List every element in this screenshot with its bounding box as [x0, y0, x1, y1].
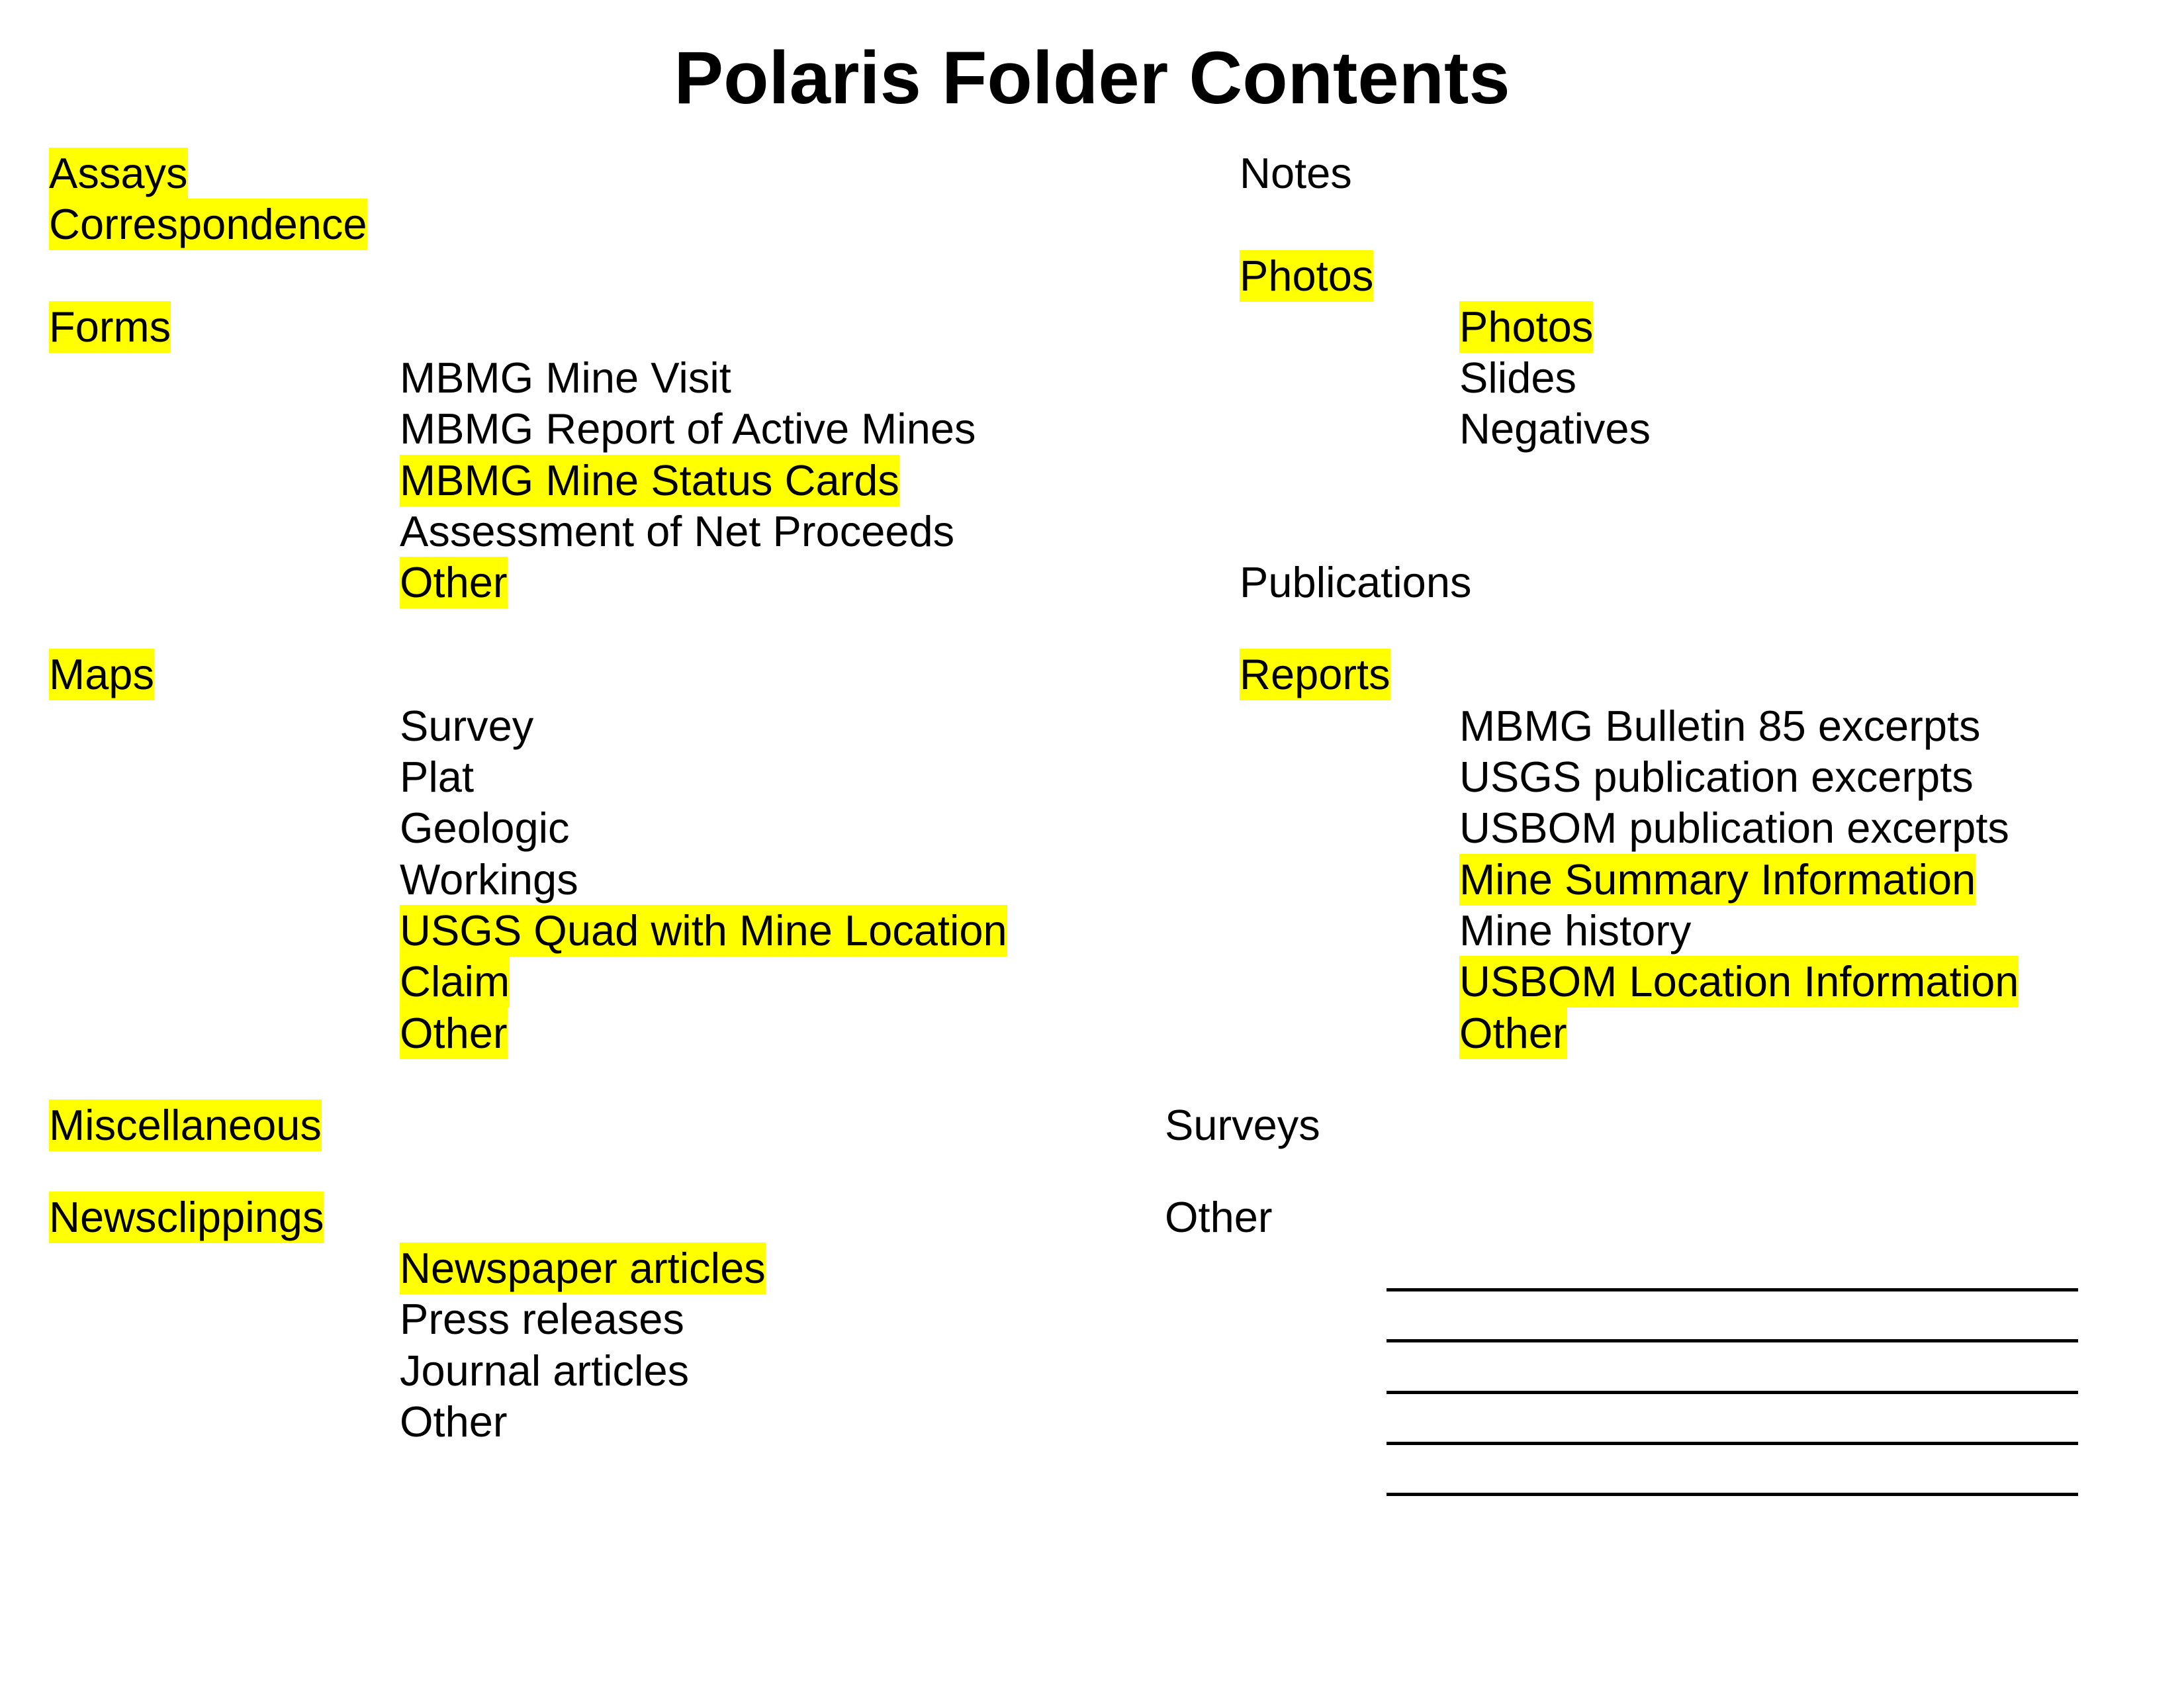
photos-item: Photos — [1459, 301, 1594, 353]
category-notes: Notes — [1240, 149, 1352, 197]
maps-item: USGS Quad with Mine Location — [400, 905, 1007, 957]
reports-item: MBMG Bulletin 85 excerpts — [1459, 702, 1981, 750]
reports-item: USGS publication excerpts — [1459, 753, 1974, 801]
page-title: Polaris Folder Contents — [674, 36, 1510, 119]
forms-item: Assessment of Net Proceeds — [400, 507, 955, 555]
photos-item: Negatives — [1459, 404, 1651, 453]
maps-item: Workings — [400, 855, 578, 904]
category-correspondence: Correspondence — [49, 199, 367, 250]
category-publications: Publications — [1240, 558, 1472, 606]
forms-item: MBMG Report of Active Mines — [400, 404, 976, 453]
reports-item: Mine Summary Information — [1459, 854, 1976, 906]
category-reports: Reports — [1240, 649, 1390, 700]
blank-fill-line — [1387, 1339, 2078, 1342]
newsclippings-item: Newspaper articles — [400, 1243, 766, 1294]
newsclippings-item: Other — [400, 1397, 508, 1446]
maps-item: Claim — [400, 956, 510, 1008]
category-newsclippings: Newsclippings — [49, 1192, 324, 1243]
category-assays: Assays — [49, 148, 188, 199]
category-maps: Maps — [49, 649, 154, 700]
newsclippings-item: Press releases — [400, 1295, 684, 1343]
forms-item: MBMG Mine Status Cards — [400, 455, 899, 506]
category-forms: Forms — [49, 301, 171, 353]
category-other: Other — [1165, 1193, 1273, 1241]
category-surveys: Surveys — [1165, 1101, 1320, 1149]
reports-item: USBOM publication excerpts — [1459, 804, 2009, 852]
blank-fill-line — [1387, 1391, 2078, 1394]
forms-item: Other — [400, 557, 508, 608]
maps-item: Plat — [400, 753, 475, 801]
photos-item: Slides — [1459, 353, 1577, 402]
reports-item: USBOM Location Information — [1459, 956, 2019, 1008]
forms-item: MBMG Mine Visit — [400, 353, 731, 402]
blank-fill-line — [1387, 1288, 2078, 1291]
category-miscellaneous: Miscellaneous — [49, 1100, 322, 1151]
blank-fill-line — [1387, 1442, 2078, 1445]
reports-item: Other — [1459, 1008, 1567, 1059]
reports-item: Mine history — [1459, 906, 1692, 955]
category-photos: Photos — [1240, 250, 1374, 302]
maps-item: Survey — [400, 702, 534, 750]
newsclippings-item: Journal articles — [400, 1346, 690, 1395]
maps-item: Geologic — [400, 804, 570, 852]
maps-item: Other — [400, 1008, 508, 1059]
blank-fill-line — [1387, 1493, 2078, 1496]
